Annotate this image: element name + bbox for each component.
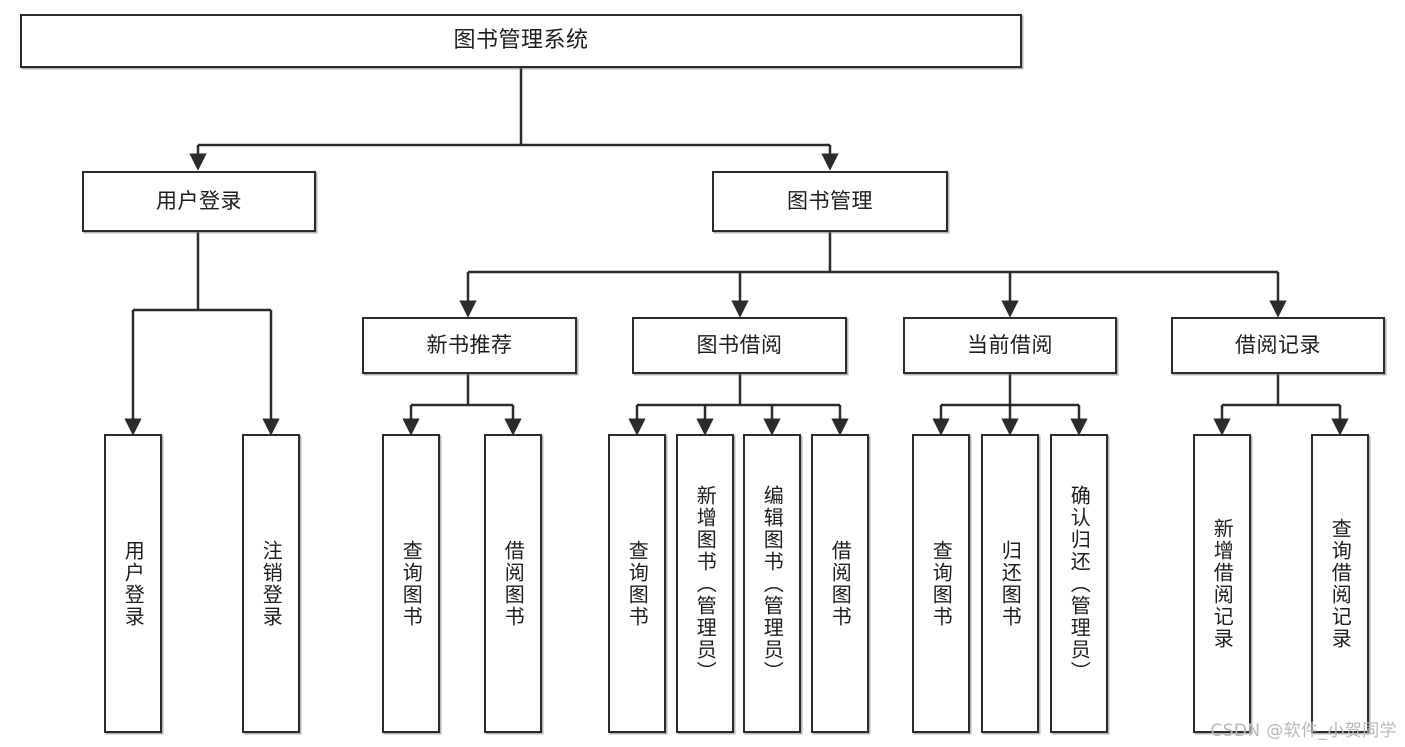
node-leaf-query-book-c-label: 查询图书 [929, 539, 954, 628]
node-leaf-query-record[interactable]: 查询借阅记录 [1311, 434, 1369, 733]
node-leaf-add-record[interactable]: 新增借阅记录 [1193, 434, 1251, 733]
node-leaf-logout[interactable]: 注销登录 [242, 434, 300, 733]
node-leaf-query-book-b[interactable]: 查询图书 [608, 434, 666, 733]
node-current-borrow-label: 当前借阅 [967, 333, 1053, 358]
node-leaf-query-book-b-label: 查询图书 [625, 539, 650, 628]
node-leaf-return-book-label: 归还图书 [998, 539, 1023, 628]
node-leaf-add-book[interactable]: 新增图书（管理员） [676, 434, 734, 733]
node-book-manage[interactable]: 图书管理 [712, 171, 948, 232]
node-book-borrow[interactable]: 图书借阅 [632, 317, 847, 374]
node-leaf-add-record-label: 新增借阅记录 [1210, 517, 1235, 650]
node-leaf-borrow-book-b[interactable]: 借阅图书 [811, 434, 869, 733]
node-root[interactable]: 图书管理系统 [20, 14, 1022, 68]
node-current-borrow[interactable]: 当前借阅 [903, 317, 1117, 374]
node-leaf-confirm-return[interactable]: 确认归还（管理员） [1050, 434, 1108, 733]
node-borrow-record[interactable]: 借阅记录 [1171, 317, 1385, 374]
node-new-book-recommend-label: 新书推荐 [426, 333, 513, 358]
node-root-label: 图书管理系统 [453, 28, 589, 54]
node-leaf-borrow-book-b-label: 借阅图书 [828, 539, 853, 628]
node-new-book-recommend[interactable]: 新书推荐 [362, 317, 577, 374]
csdn-watermark: CSDN @软件_小贺同学 [1210, 721, 1397, 741]
node-leaf-query-record-label: 查询借阅记录 [1328, 517, 1353, 650]
node-leaf-return-book[interactable]: 归还图书 [981, 434, 1039, 733]
node-leaf-query-book-a-label: 查询图书 [399, 539, 424, 628]
node-leaf-edit-book[interactable]: 编辑图书（管理员） [743, 434, 801, 733]
node-leaf-query-book-a[interactable]: 查询图书 [382, 434, 440, 733]
node-book-manage-label: 图书管理 [787, 189, 873, 214]
node-leaf-query-book-c[interactable]: 查询图书 [912, 434, 970, 733]
node-user-login[interactable]: 用户登录 [82, 171, 316, 232]
node-leaf-logout-label: 注销登录 [259, 539, 284, 628]
node-leaf-edit-book-label: 编辑图书（管理员） [760, 484, 785, 683]
node-leaf-confirm-return-label: 确认归还（管理员） [1067, 484, 1092, 683]
node-leaf-user-login-label: 用户登录 [121, 539, 146, 628]
node-leaf-add-book-label: 新增图书（管理员） [693, 484, 718, 683]
node-borrow-record-label: 借阅记录 [1235, 333, 1321, 358]
node-user-login-label: 用户登录 [156, 189, 242, 214]
node-book-borrow-label: 图书借阅 [696, 333, 783, 358]
node-leaf-borrow-book-a[interactable]: 借阅图书 [484, 434, 542, 733]
node-leaf-user-login[interactable]: 用户登录 [104, 434, 162, 733]
node-leaf-borrow-book-a-label: 借阅图书 [501, 539, 526, 628]
